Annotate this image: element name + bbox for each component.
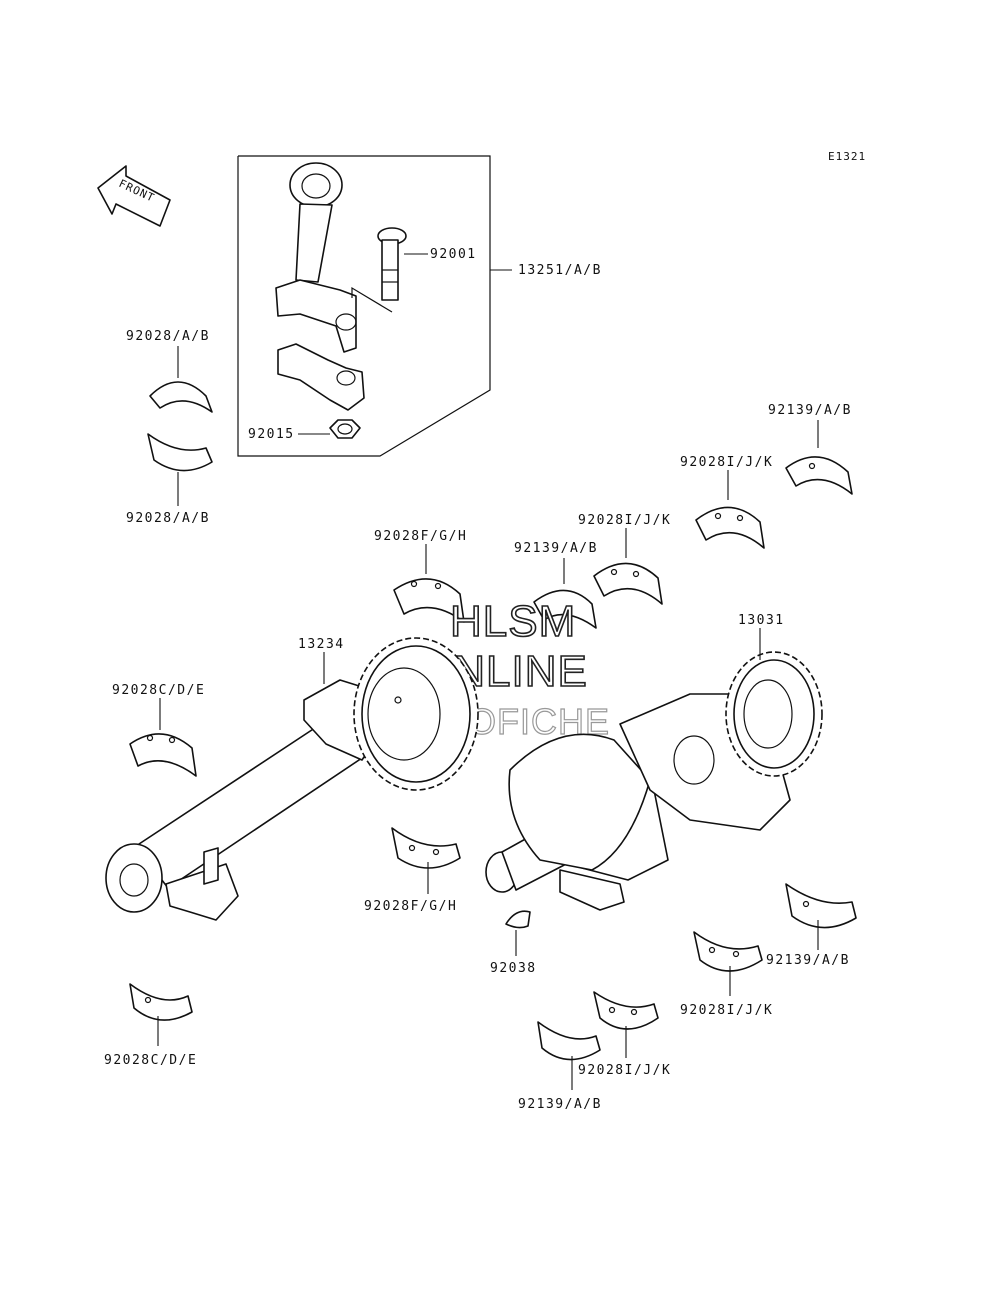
label-key: 92038 [490,961,537,976]
main-bearing-ijk-1 [695,506,765,549]
rod-assembly-box [237,155,491,457]
label-rod-bolt: 92001 [430,247,477,262]
label-crankshaft: 13031 [738,613,785,628]
label-thrust-bearing-4: 92139/A/B [518,1097,602,1112]
front-arrow-icon: FRONT [97,165,171,227]
label-balancer-bearing-fgh-lower: 92028F/G/H [364,899,457,914]
thrust-bearing-3 [785,883,857,929]
balancer-shaft [105,637,479,921]
rod-bearing-lower [147,433,213,472]
rod-nut [329,419,361,439]
thrust-bearing-4 [537,1021,601,1061]
balancer-bearing-cde-upper [129,733,197,777]
label-main-bearing-3: 92028I/J/K [680,1003,773,1018]
connecting-rod [275,162,365,411]
label-balancer-bearing-cde-upper: 92028C/D/E [112,683,205,698]
label-balancer-bearing-cde-lower: 92028C/D/E [104,1053,197,1068]
main-bearing-ijk-2 [593,562,663,605]
label-rod-bearing-upper: 92028/A/B [126,329,210,344]
label-rod-assembly: 13251/A/B [518,263,602,278]
rod-bearing-upper [149,381,213,413]
crankshaft [485,651,823,911]
label-thrust-bearing-1: 92139/A/B [768,403,852,418]
crankshaft-gear [725,651,823,777]
label-rod-nut: 92015 [248,427,295,442]
label-thrust-bearing-2: 92139/A/B [514,541,598,556]
balancer-bearing-cde-lower [129,983,193,1021]
label-thrust-bearing-3: 92139/A/B [766,953,850,968]
diagram-code: E1321 [828,150,866,163]
thrust-bearing-2 [533,589,597,629]
balancer-bearing-fgh-lower [391,827,461,869]
label-main-bearing-4: 92028I/J/K [578,1063,671,1078]
label-balancer-shaft: 13234 [298,637,345,652]
label-balancer-bearing-fgh-upper: 92028F/G/H [374,529,467,544]
rod-bolt [377,227,407,301]
main-bearing-ijk-4 [593,991,659,1030]
label-main-bearing-1: 92028I/J/K [680,455,773,470]
label-rod-bearing-lower: 92028/A/B [126,511,210,526]
label-main-bearing-2: 92028I/J/K [578,513,671,528]
balancer-gear [353,637,479,791]
main-bearing-ijk-3 [693,931,763,972]
thrust-bearing-1 [785,456,853,495]
woodruff-key [505,910,531,929]
balancer-bearing-fgh-upper [393,578,465,623]
watermark-line-1: HLSM [450,597,576,646]
